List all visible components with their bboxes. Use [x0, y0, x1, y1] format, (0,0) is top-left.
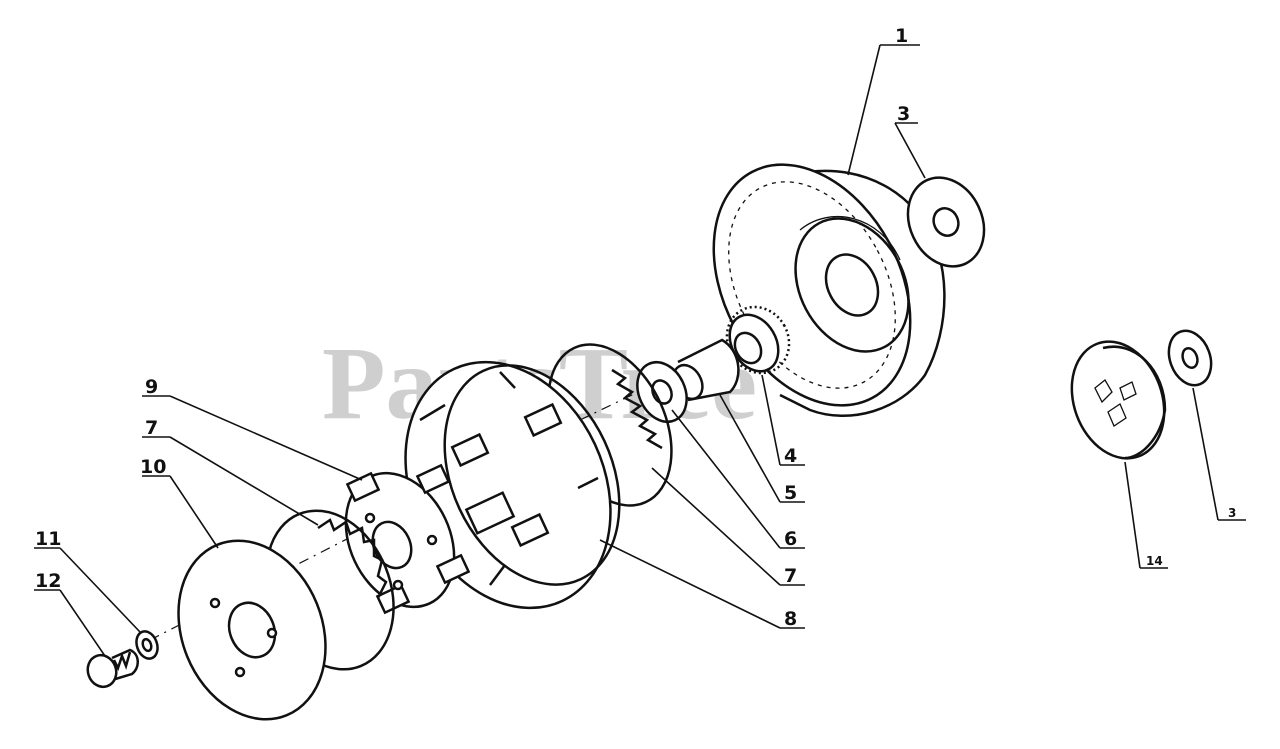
clutch-hub	[344, 463, 471, 615]
callout-5: 5	[784, 482, 797, 504]
callout-14: 14	[1146, 554, 1163, 568]
needle-bearing	[725, 305, 791, 375]
lock-washer	[135, 630, 159, 660]
callout-3-upper: 3	[897, 103, 910, 125]
callout-1: 1	[895, 25, 908, 47]
callout-6: 6	[784, 528, 797, 550]
callout-11: 11	[35, 528, 61, 550]
bolt	[86, 648, 139, 689]
sprocket	[1070, 340, 1167, 460]
callout-7-right: 7	[784, 565, 797, 587]
callout-3-lower: 3	[1228, 506, 1236, 520]
callout-labels: 1 3 4 5 6 7 8 9 7 10 11 12 14 3	[35, 25, 1236, 630]
bushing	[672, 338, 740, 402]
leader-lines	[34, 44, 1246, 657]
callout-7-left: 7	[145, 417, 158, 439]
washer-lower-right	[1167, 329, 1213, 387]
cover-plate	[177, 539, 327, 721]
callout-4: 4	[784, 445, 797, 467]
callout-9: 9	[145, 376, 158, 398]
clutch-shoes	[404, 360, 621, 610]
washer-upper	[906, 176, 986, 268]
callout-10: 10	[140, 456, 166, 478]
callout-8: 8	[784, 608, 797, 630]
callout-12: 12	[35, 570, 61, 592]
